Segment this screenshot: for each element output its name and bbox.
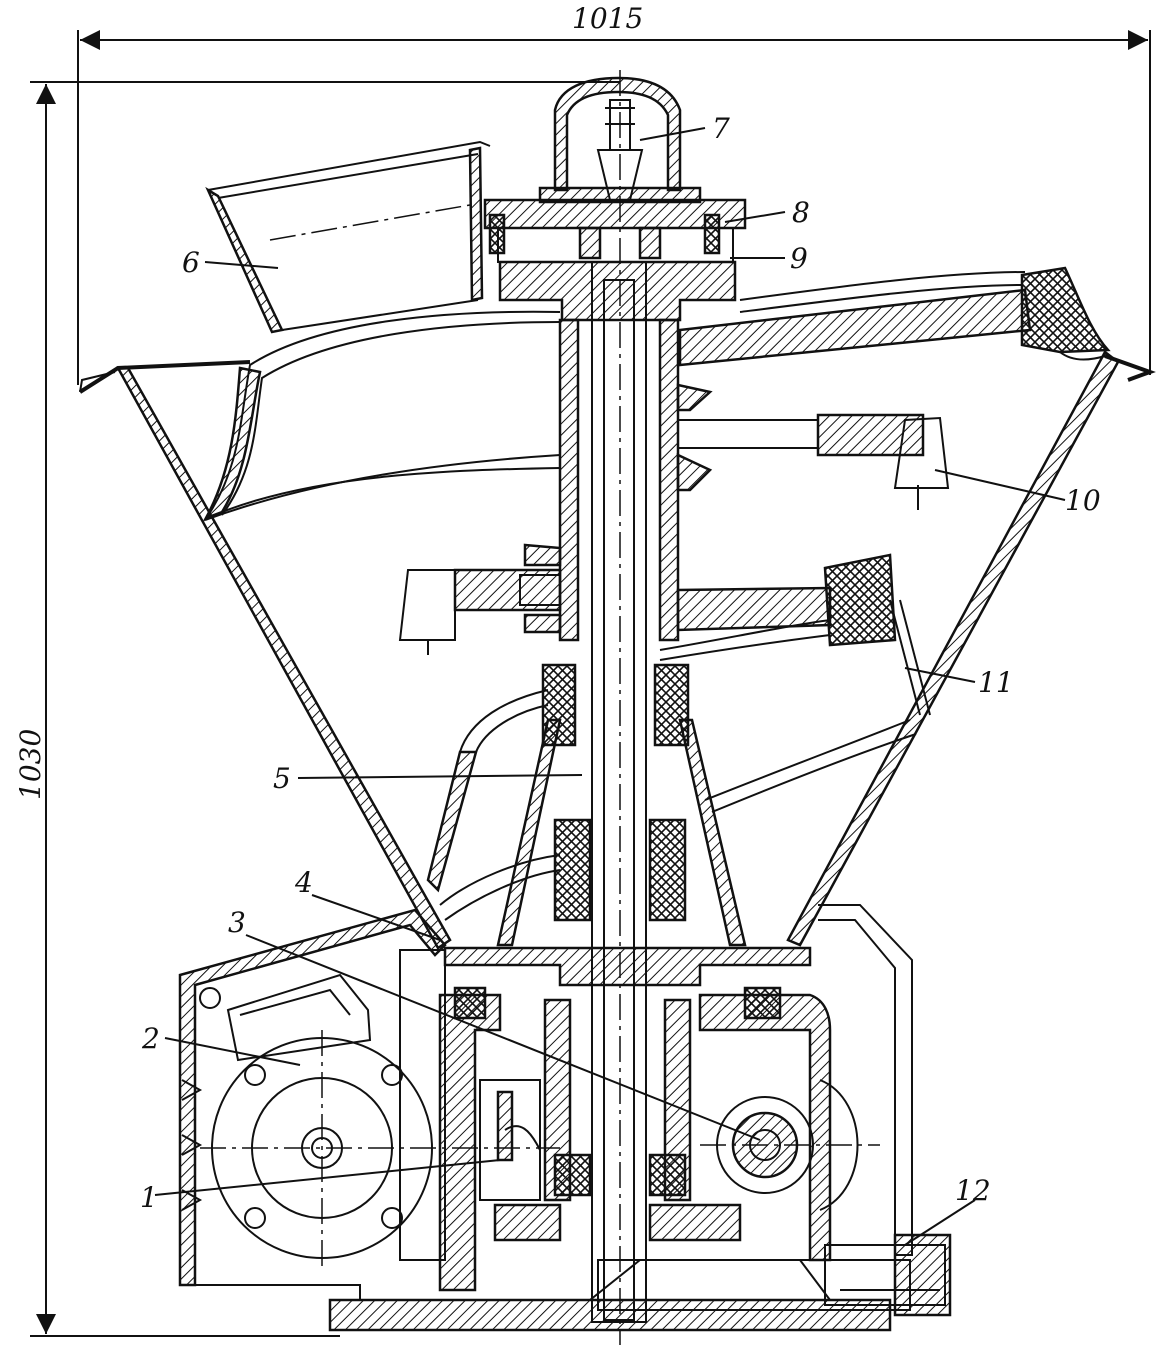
height-dimension-label: 1030 bbox=[14, 729, 47, 800]
label-8: 8 bbox=[792, 196, 810, 229]
width-dimension-label: 1015 bbox=[572, 2, 643, 35]
leader-lines bbox=[154, 127, 1066, 1246]
upper-spray-arm bbox=[676, 383, 950, 510]
label-4: 4 bbox=[294, 866, 313, 899]
middle-spray-arm bbox=[398, 543, 562, 655]
label-5: 5 bbox=[273, 762, 291, 795]
dimension-height: 1030 bbox=[14, 81, 620, 1337]
upper-spiral-blade bbox=[203, 266, 1111, 521]
middle-rotor-blade bbox=[659, 553, 931, 813]
top-cap-assembly bbox=[483, 76, 747, 322]
central-shaft bbox=[558, 70, 680, 1345]
feed-chute bbox=[205, 140, 491, 334]
label-7: 7 bbox=[712, 112, 730, 145]
label-6: 6 bbox=[182, 246, 200, 279]
dimension-width: 1015 bbox=[77, 2, 1151, 385]
motor-bolts bbox=[199, 987, 403, 1229]
label-3: 3 bbox=[228, 906, 246, 939]
label-9: 9 bbox=[790, 242, 808, 275]
label-12: 12 bbox=[955, 1174, 991, 1207]
conical-hopper bbox=[78, 350, 1156, 950]
label-10: 10 bbox=[1065, 484, 1101, 517]
label-11: 11 bbox=[978, 666, 1014, 699]
callout-labels: 1 2 3 4 5 6 7 8 9 10 11 12 bbox=[140, 112, 1101, 1214]
gearbox-housing bbox=[328, 818, 952, 1332]
label-2: 2 bbox=[141, 1022, 160, 1055]
motor-assembly bbox=[178, 908, 560, 1300]
label-1: 1 bbox=[140, 1181, 158, 1214]
